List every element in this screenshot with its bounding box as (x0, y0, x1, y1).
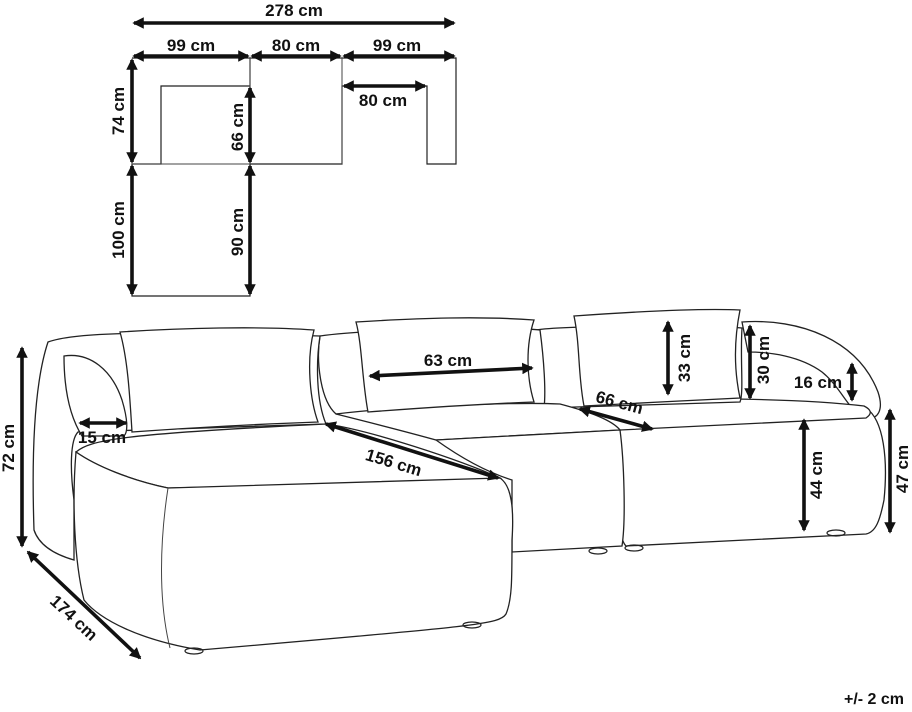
arrow-cushion-width (368, 362, 534, 382)
right-pillow (573, 308, 741, 407)
label-middle-width: 80 cm (272, 36, 320, 55)
sofa-view: 72 cm 15 cm 156 cm 63 cm 66 cm 33 cm 30 … (0, 308, 912, 660)
label-back-height: 33 cm (675, 334, 694, 382)
label-seat-height: 44 cm (807, 451, 826, 499)
label-total-height: 72 cm (0, 424, 18, 472)
label-chaise-extension: 100 cm (109, 201, 128, 259)
label-arm-top-width: 16 cm (794, 373, 842, 392)
label-left-width: 99 cm (167, 36, 215, 55)
plan-outline (131, 57, 457, 297)
right-front-foot (624, 544, 644, 552)
tolerance-note: +/- 2 cm (844, 691, 904, 708)
label-overall-width: 278 cm (265, 1, 323, 20)
label-right-seat-width: 80 cm (359, 91, 407, 110)
arrow-seat-depth (578, 406, 654, 432)
chaise-front-edge (161, 487, 171, 649)
label-chaise-seat-extension: 90 cm (228, 208, 247, 256)
arrow-chaise-length (324, 421, 500, 481)
label-right-width: 99 cm (373, 36, 421, 55)
arrow-chaise-depth (26, 550, 142, 660)
label-cushion-width: 63 cm (424, 351, 472, 370)
chaise-foot-back (462, 621, 482, 629)
right-foot (826, 529, 846, 537)
label-arm-height: 30 cm (754, 336, 773, 384)
label-arm-inner-width: 15 cm (78, 428, 126, 447)
middle-foot (588, 547, 608, 555)
label-seat-depth: 66 cm (228, 103, 247, 151)
label-right-height: 47 cm (893, 445, 912, 493)
plan-view: 278 cm 99 cm 80 cm 99 cm 80 cm 74 cm 66 … (109, 1, 457, 297)
label-back-depth: 74 cm (109, 87, 128, 135)
chaise-foot-front (184, 647, 204, 655)
left-pillow (119, 327, 319, 433)
